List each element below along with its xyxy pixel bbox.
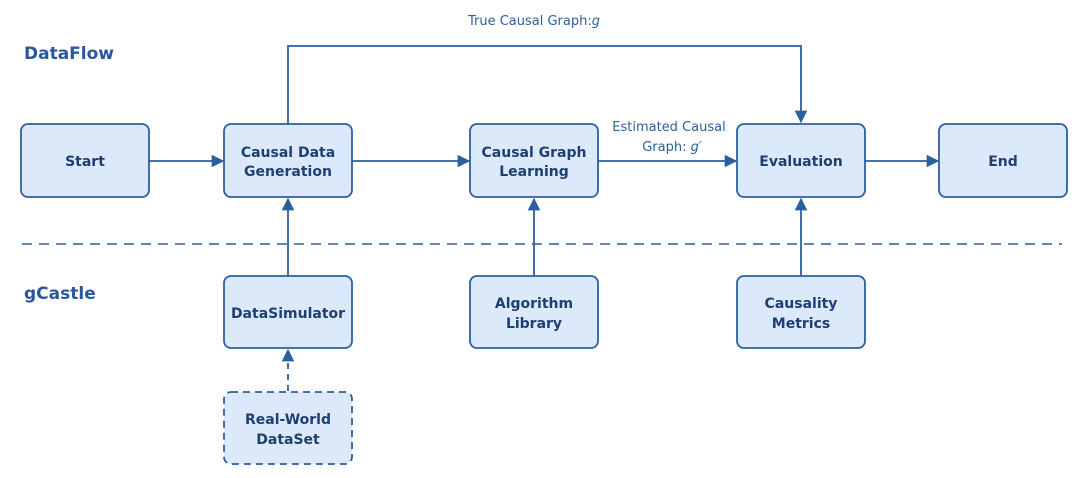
node-causal-graph-learning: Causal Graph Learning [469,123,599,198]
node-causality-metrics-label-2: Metrics [772,316,830,332]
node-algorithm-library: Algorithm Library [469,275,599,349]
node-causal-data-generation-label-1: Causal Data [241,145,335,161]
node-algorithm-library-label-2: Library [506,316,562,332]
section-label-dataflow: DataFlow [24,44,114,64]
node-end-label: End [988,154,1018,170]
node-datasimulator: DataSimulator [223,275,353,349]
node-causal-graph-learning-label-1: Causal Graph [482,145,587,161]
node-causal-graph-learning-label-2: Learning [499,164,569,180]
node-datasimulator-label: DataSimulator [231,306,345,322]
node-evaluation: Evaluation [736,123,866,198]
node-causal-data-generation-label-2: Generation [244,164,332,180]
node-end: End [938,123,1068,198]
edge-label-true-causal-graph: True Causal Graph:g [467,14,600,29]
node-causality-metrics: Causality Metrics [736,275,866,349]
node-algorithm-library-label-1: Algorithm [495,296,573,312]
node-start: Start [20,123,150,198]
edge-label-estimated-line1: Estimated Causal [612,120,725,135]
node-causal-data-generation: Causal Data Generation [223,123,353,198]
node-real-world-dataset-label-2: DataSet [256,432,320,448]
node-evaluation-label: Evaluation [759,154,842,170]
node-real-world-dataset: Real-World DataSet [223,391,353,465]
section-label-gcastle: gCastle [24,284,96,304]
edge-true-causal-graph [287,45,808,124]
node-start-label: Start [65,154,105,170]
node-real-world-dataset-label-1: Real-World [245,412,331,428]
node-causality-metrics-label-1: Causality [765,296,838,312]
edge-label-estimated-line2: Graph: g′ [642,140,702,155]
